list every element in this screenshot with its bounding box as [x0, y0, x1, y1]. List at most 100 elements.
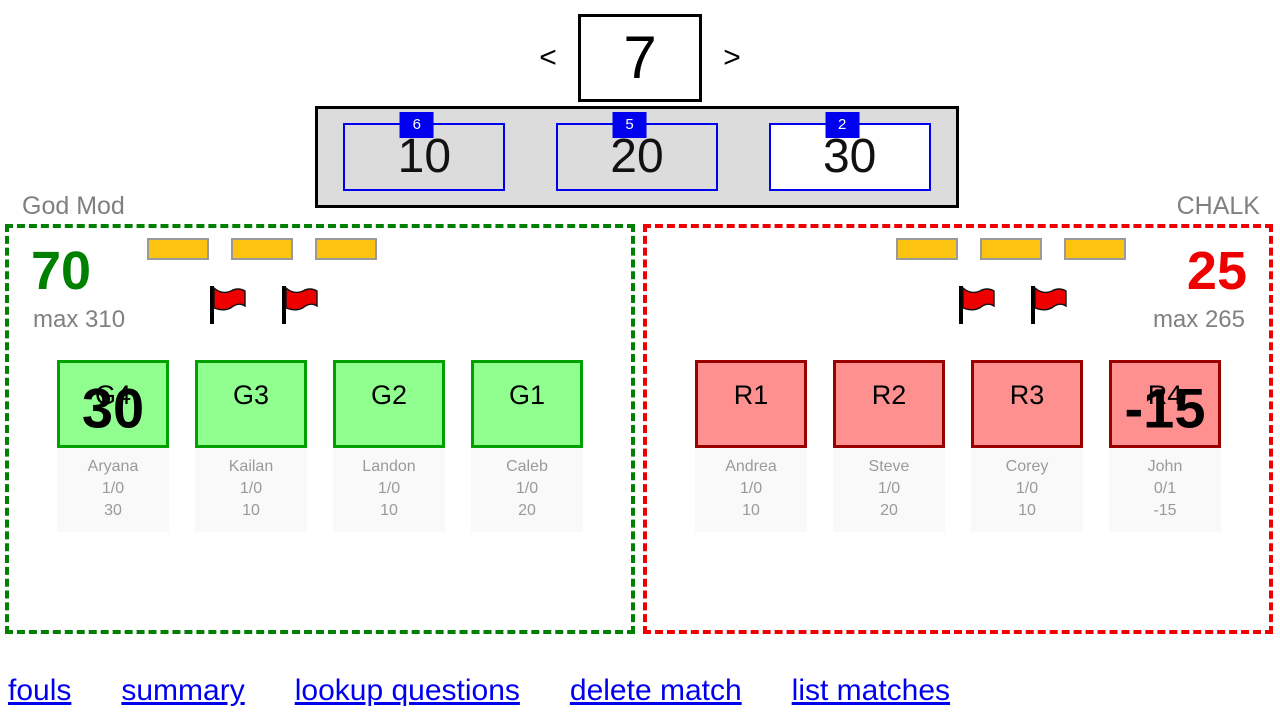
player-name: Landon: [362, 458, 416, 475]
player-tile-g1[interactable]: G1: [471, 360, 583, 448]
footer-link-delete-match[interactable]: delete match: [569, 674, 742, 707]
player-tile-g2[interactable]: G2: [333, 360, 445, 448]
player-code-label: R1: [733, 379, 769, 410]
round-stepper: < 7 >: [0, 12, 1280, 104]
player-code-label: G4: [94, 379, 132, 410]
player-code-label: G1: [508, 379, 546, 410]
player-record: 1/0: [739, 480, 763, 498]
team-right-yellow-cards: [896, 238, 1226, 260]
player-tile-g3[interactable]: G3: [195, 360, 307, 448]
team-left-yellow-cards: [147, 238, 477, 260]
points-option-value: 20: [610, 130, 664, 183]
next-round-button[interactable]: >: [723, 41, 741, 74]
player-record: 1/0: [239, 480, 263, 498]
player-points: 10: [242, 502, 260, 520]
player-record: 0/1: [1153, 480, 1177, 498]
red-flag-icon: [1026, 282, 1070, 326]
player-record: 1/0: [101, 480, 125, 498]
player-name: Aryana: [87, 458, 139, 475]
team-right-score: 25: [1186, 241, 1247, 301]
prev-round-button[interactable]: <: [539, 41, 557, 74]
player-points: 10: [742, 502, 760, 520]
player-record: 1/0: [515, 480, 539, 498]
player-info: Corey 1/0 10: [971, 448, 1083, 532]
yellow-card-icon: [315, 238, 377, 260]
player-record: 1/0: [377, 480, 401, 498]
player-points: 20: [518, 502, 536, 520]
player-points: 10: [380, 502, 398, 520]
points-option-value: 30: [822, 130, 877, 183]
team-right-max-score: max 265: [1152, 306, 1245, 333]
player-name: Corey: [1005, 458, 1049, 475]
footer-link-lookup-questions[interactable]: lookup questions: [294, 674, 520, 707]
player-tile-r3[interactable]: R3: [971, 360, 1083, 448]
player-name: Steve: [868, 458, 910, 475]
team-left-max-score: max 310: [33, 306, 126, 333]
points-option-value: 10: [397, 130, 452, 183]
player-tile-r2[interactable]: R2: [833, 360, 945, 448]
points-option-badge: 6: [399, 112, 434, 138]
player-name: Caleb: [506, 458, 548, 475]
team-right-penalties: [896, 238, 1226, 330]
yellow-card-icon: [231, 238, 293, 260]
player-code-label: R4: [1147, 379, 1183, 410]
player-tile-r4[interactable]: R4-15: [1109, 360, 1221, 448]
red-flag-icon: [205, 282, 249, 326]
team-left-red-flags: [205, 282, 477, 326]
player-info: Kailan 1/0 10: [195, 448, 307, 532]
player-points: 10: [1018, 502, 1036, 520]
team-right-red-flags: [954, 282, 1226, 326]
player-record: 1/0: [877, 480, 901, 498]
team-left-name: God Mod: [22, 192, 125, 220]
footer-link-summary[interactable]: summary: [121, 674, 245, 707]
points-option-badge: 5: [612, 112, 647, 138]
player-record: 1/0: [1015, 480, 1039, 498]
player-info: John 0/1 -15: [1109, 448, 1221, 532]
round-number-display[interactable]: 7: [578, 14, 702, 102]
player-tile-r1[interactable]: R1: [695, 360, 807, 448]
yellow-card-icon: [896, 238, 958, 260]
red-flag-icon: [954, 282, 998, 326]
yellow-card-icon: [1064, 238, 1126, 260]
player-points: -15: [1153, 502, 1177, 520]
player-info: Andrea 1/0 10: [695, 448, 807, 532]
yellow-card-icon: [147, 238, 209, 260]
player-code-label: G3: [232, 379, 270, 410]
player-name: John: [1147, 458, 1183, 475]
footer-links: fouls summary lookup questions delete match…: [0, 676, 1280, 706]
team-left-score: 70: [31, 241, 92, 301]
footer-link-fouls[interactable]: fouls: [8, 674, 72, 707]
player-points: 20: [880, 502, 898, 520]
player-points: 30: [104, 502, 122, 520]
points-option-badge: 2: [825, 112, 860, 138]
player-code-label: G2: [370, 379, 408, 410]
player-name: Andrea: [725, 458, 777, 475]
red-flag-icon: [277, 282, 321, 326]
yellow-card-icon: [980, 238, 1042, 260]
footer-link-list-matches[interactable]: list matches: [791, 674, 951, 707]
player-info: Steve 1/0 20: [833, 448, 945, 532]
player-code-label: R2: [871, 379, 907, 410]
player-info: Landon 1/0 10: [333, 448, 445, 532]
player-code-label: R3: [1009, 379, 1045, 410]
player-name: Kailan: [228, 458, 274, 475]
team-right-name: CHALK: [1176, 192, 1260, 220]
player-info: Aryana 1/0 30: [57, 448, 169, 532]
player-info: Caleb 1/0 20: [471, 448, 583, 532]
team-left-penalties: [147, 238, 477, 330]
